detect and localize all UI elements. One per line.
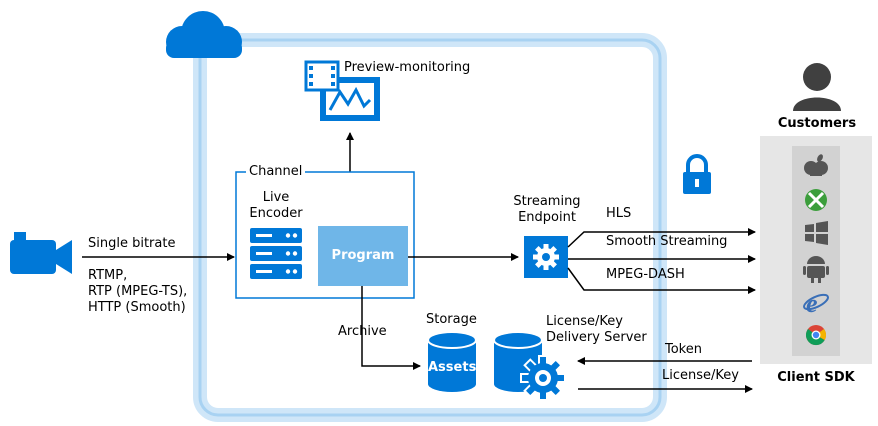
license-gear-icon: [520, 355, 566, 401]
streaming-endpoint-label: Streaming Endpoint: [506, 194, 588, 226]
protocol-http: HTTP (Smooth): [88, 300, 186, 315]
person-icon: [793, 63, 841, 111]
live-encoder-icon: [250, 228, 302, 279]
assets-database-icon: [427, 331, 477, 392]
channel-label: Channel: [246, 164, 306, 180]
program-label: Program: [331, 248, 395, 263]
client-sdk-label: Client SDK: [777, 370, 855, 385]
gear-icon: [533, 244, 559, 270]
svg-text:e: e: [806, 289, 818, 318]
lock-icon: [683, 154, 711, 194]
protocol-rtp: RTP (MPEG-TS),: [88, 284, 188, 299]
video-camera-icon: [10, 232, 72, 274]
apple-icon: [804, 154, 828, 176]
android-icon: [803, 256, 829, 283]
storage-label: Storage: [426, 312, 477, 327]
license-key-label: License/Key: [662, 368, 739, 383]
live-encoder-label: Live Encoder: [244, 190, 308, 222]
single-bitrate-label: Single bitrate: [88, 236, 176, 251]
windows-icon: [805, 221, 828, 245]
preview-monitoring-label: Preview-monitoring: [344, 60, 471, 75]
live-encoder-line-2: Encoder: [249, 206, 303, 221]
license-line-1: License/Key: [546, 314, 623, 329]
token-label: Token: [665, 342, 702, 357]
program-box: [318, 226, 408, 286]
output-smooth-streaming: Smooth Streaming: [606, 234, 728, 249]
license-line-2: Delivery Server: [546, 330, 647, 345]
assets-label: Assets: [428, 360, 477, 375]
archive-label: Archive: [338, 324, 387, 339]
chrome-icon: [805, 325, 827, 346]
protocols-label: RTMP, RTP (MPEG-TS), HTTP (Smooth): [88, 268, 187, 316]
monitor-icon: [304, 60, 380, 121]
customers-label: Customers: [777, 116, 857, 131]
output-hls: HLS: [606, 206, 632, 221]
license-server-label: License/Key Delivery Server: [546, 314, 647, 346]
protocol-rtmp: RTMP,: [88, 268, 128, 283]
streaming-endpoint-line-1: Streaming: [513, 194, 581, 209]
output-mpeg-dash: MPEG-DASH: [606, 267, 685, 282]
cloud-icon: [166, 11, 242, 58]
live-encoder-line-1: Live: [262, 190, 290, 205]
xbox-icon: [805, 189, 827, 211]
ie-icon: e: [803, 289, 829, 318]
streaming-endpoint-line-2: Endpoint: [518, 210, 576, 225]
